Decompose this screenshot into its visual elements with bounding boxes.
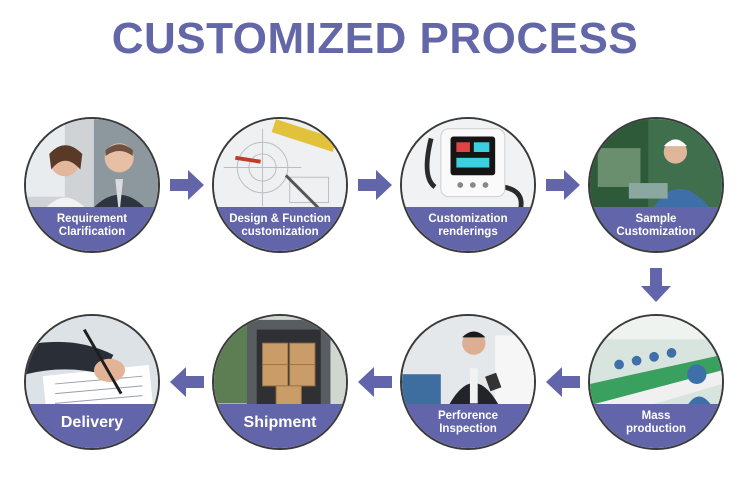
arrow-left-icon bbox=[546, 367, 580, 397]
label-band bbox=[402, 207, 534, 251]
arrow-left-icon bbox=[358, 367, 392, 397]
step-customization-renderings: Customization renderings bbox=[400, 117, 536, 253]
label-band bbox=[26, 207, 158, 251]
step-label: Delivery bbox=[60, 414, 124, 431]
arrow-left-icon bbox=[170, 367, 204, 397]
step-label: Customization renderings bbox=[428, 213, 508, 238]
step-mass-production: Mass production bbox=[588, 314, 724, 450]
label-band bbox=[590, 404, 722, 448]
page-title: CUSTOMIZED PROCESS bbox=[111, 14, 639, 63]
step-label: Mass production bbox=[625, 410, 687, 435]
label-band bbox=[214, 404, 346, 448]
label-band bbox=[590, 207, 722, 251]
step-requirement-clarification: Requirement Clarification bbox=[24, 117, 160, 253]
step-label: Requirement Clarification bbox=[56, 213, 128, 238]
step-label: Design & Function customization bbox=[229, 213, 331, 238]
step-performance-inspection: Perforence Inspection bbox=[400, 314, 536, 450]
step-label: Perforence Inspection bbox=[437, 410, 499, 435]
label-band bbox=[26, 404, 158, 448]
step-sample-customization: Sample Customization bbox=[588, 117, 724, 253]
label-band bbox=[214, 207, 346, 251]
step-label: Shipment bbox=[243, 414, 317, 431]
arrow-right-icon bbox=[358, 170, 392, 200]
arrow-right-icon bbox=[546, 170, 580, 200]
step-label: Sample Customization bbox=[616, 213, 696, 238]
arrow-right-icon bbox=[170, 170, 204, 200]
step-shipment: Shipment bbox=[212, 314, 348, 450]
label-band bbox=[402, 404, 534, 448]
step-design-function-customization: Design & Function customization bbox=[212, 117, 348, 253]
arrow-down-icon bbox=[641, 268, 671, 302]
step-delivery: Delivery bbox=[24, 314, 160, 450]
